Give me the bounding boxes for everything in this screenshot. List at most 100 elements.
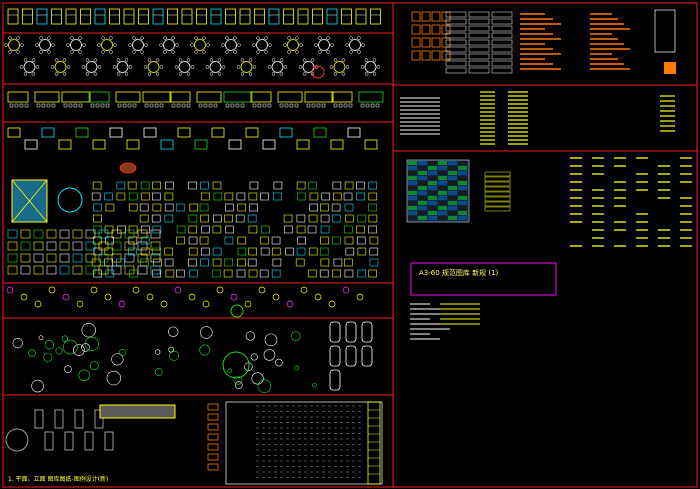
color-table-cell	[438, 196, 447, 200]
furniture-block	[357, 269, 367, 278]
furniture-block	[7, 241, 18, 251]
furniture-block	[164, 258, 174, 267]
legend-symbol	[411, 50, 421, 61]
furniture-block	[152, 203, 162, 212]
furniture-block	[333, 258, 343, 267]
chair-block	[283, 43, 287, 47]
furniture-block	[211, 269, 221, 278]
color-table-cell	[418, 181, 427, 185]
furniture-block	[332, 181, 342, 190]
furniture-block	[46, 229, 57, 239]
chair-block	[295, 36, 299, 40]
round-table-block	[101, 39, 113, 51]
legend-table-cell	[491, 67, 513, 74]
round-table-block	[271, 61, 284, 73]
furniture-block	[331, 214, 341, 223]
color-table-cell	[408, 201, 417, 205]
table-chair-block	[196, 8, 207, 25]
furniture-block	[46, 241, 57, 251]
sofa-block	[313, 127, 327, 138]
chair-block	[333, 72, 338, 76]
person-block	[90, 286, 98, 294]
furniture-block	[105, 203, 115, 212]
plant-block	[245, 331, 255, 341]
chair-block	[256, 50, 260, 54]
chair-block	[206, 43, 210, 47]
furniture-block	[20, 241, 31, 251]
person-block	[314, 293, 322, 301]
furniture-block	[319, 247, 329, 256]
furniture-block	[213, 214, 222, 223]
person-block	[244, 300, 252, 308]
chair-block	[372, 58, 377, 62]
furniture-block	[320, 214, 330, 223]
chair-block	[147, 58, 152, 62]
legend-table-cell	[468, 32, 490, 39]
chair-block	[155, 72, 160, 76]
table-chair-block	[341, 8, 352, 25]
chair-block	[330, 43, 334, 47]
chair-block	[237, 43, 241, 47]
color-table-cell	[418, 216, 427, 220]
furniture-block	[164, 203, 174, 212]
furniture-block	[200, 181, 209, 190]
chair-block	[154, 103, 159, 108]
color-table-cell	[428, 176, 437, 180]
color-table-cell	[428, 161, 437, 165]
furniture-block	[308, 214, 318, 223]
furniture-block	[199, 236, 209, 245]
chair-block	[62, 58, 67, 62]
sofa-block	[24, 139, 38, 150]
person-block	[328, 300, 336, 308]
table-chair-block	[239, 8, 251, 25]
furniture-block	[150, 265, 161, 275]
person-block	[286, 300, 294, 308]
plant-block	[233, 375, 243, 385]
stair-block	[207, 433, 219, 441]
chair-block	[271, 72, 276, 76]
color-table-cell	[428, 191, 437, 195]
plant-block	[294, 365, 300, 371]
furniture-block	[224, 236, 234, 245]
furniture-block	[259, 269, 269, 278]
table-chair-block	[254, 8, 265, 25]
furniture-block	[98, 241, 109, 251]
furniture-block	[72, 253, 83, 263]
chair-block	[233, 36, 237, 40]
car-block	[345, 345, 357, 367]
person-block	[356, 293, 364, 301]
furniture-block	[152, 269, 162, 278]
color-table-cell	[458, 196, 467, 200]
furniture-block	[368, 214, 378, 223]
color-table-cell	[438, 161, 447, 165]
person-block	[160, 300, 168, 308]
plant-block	[275, 358, 283, 367]
chair-block	[81, 65, 86, 69]
chair-block	[321, 103, 326, 108]
legend-symbol	[421, 11, 431, 22]
furniture-block	[124, 253, 135, 263]
chair-block	[252, 65, 257, 69]
chair-block	[68, 103, 73, 108]
furniture-block	[92, 236, 102, 245]
chair-block	[267, 103, 272, 108]
chair-block	[252, 103, 257, 108]
plant-block	[263, 349, 276, 361]
plant-block	[251, 372, 264, 385]
round-table-block	[364, 61, 377, 73]
color-table-cell	[418, 196, 427, 200]
color-table-cell	[448, 201, 457, 205]
conference-table-block	[115, 91, 141, 103]
legend-table-cell	[445, 32, 467, 39]
chair-block	[128, 43, 132, 47]
plant-block	[78, 369, 90, 382]
furniture-block	[343, 192, 353, 201]
furniture-block	[213, 192, 223, 201]
color-table-cell	[418, 191, 427, 195]
chair-block	[279, 103, 284, 108]
furniture-block	[128, 203, 138, 212]
legend-box-title: A3-60 规范图库 新规 (1)	[419, 269, 499, 277]
sofa-block	[143, 127, 157, 138]
conference-table-block	[223, 91, 253, 103]
